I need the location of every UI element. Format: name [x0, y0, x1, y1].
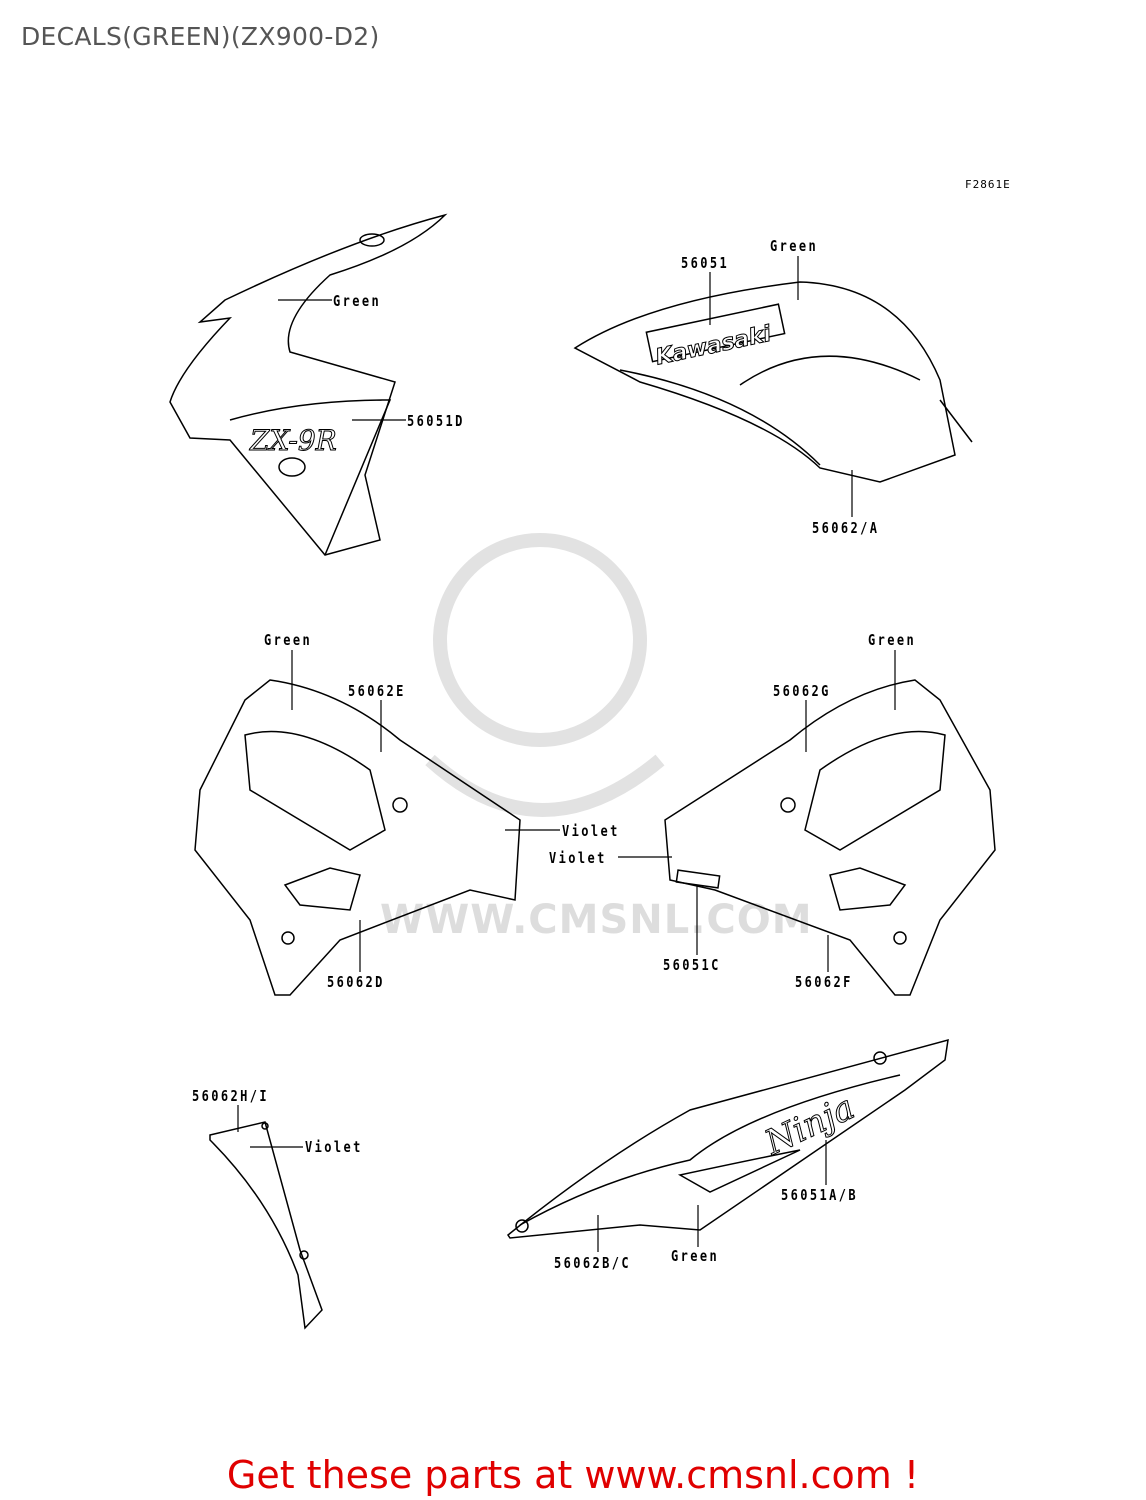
- ninja-logo: Ninja: [758, 1087, 860, 1163]
- callout-tail-green: Green: [671, 1247, 720, 1265]
- callout-56062D: 56062D: [327, 973, 385, 991]
- callout-56051C: 56051C: [663, 956, 721, 974]
- callout-56062BC: 56062B/C: [554, 1254, 631, 1272]
- page-title: DECALS(GREEN)(ZX900-D2): [21, 22, 380, 51]
- callout-left-cowl-green: Green: [264, 631, 313, 649]
- emblem-decal: [675, 869, 721, 889]
- callout-56062A: 56062/A: [812, 519, 880, 537]
- fuel-tank-drawing: Kawasaki: [573, 281, 973, 483]
- left-side-cowl-drawing: [194, 679, 521, 996]
- watermark-mascot: [425, 533, 665, 817]
- callout-56062HI: 56062H/I: [192, 1087, 269, 1105]
- kawasaki-logo: Kawasaki: [653, 322, 773, 371]
- callout-56062G: 56062G: [773, 682, 831, 700]
- tail-cowl-drawing: Ninja: [506, 1038, 949, 1239]
- callout-56062E: 56062E: [348, 682, 406, 700]
- callout-right-cowl-violet: Violet: [549, 849, 607, 867]
- upper-cowl-drawing: ZX-9R: [169, 213, 448, 556]
- inner-panel-drawing: [209, 1121, 323, 1330]
- callout-tank-green: Green: [770, 237, 819, 255]
- callout-upper-cowl-green: Green: [333, 292, 382, 310]
- figure-code: F2861E: [965, 178, 1011, 191]
- leader-lines: [237, 256, 896, 1252]
- right-side-cowl-drawing: [664, 679, 996, 996]
- zx9r-logo: ZX-9R: [249, 424, 337, 457]
- callout-left-cowl-violet: Violet: [562, 822, 620, 840]
- callout-56051D: 56051D: [407, 412, 465, 430]
- callout-56062F: 56062F: [795, 973, 853, 991]
- watermark: WWW.CMSNL.COM: [380, 897, 813, 943]
- callout-56051: 56051: [681, 254, 730, 272]
- footer-link[interactable]: Get these parts at www.cmsnl.com !: [226, 1453, 920, 1497]
- callout-56051AB: 56051A/B: [781, 1186, 858, 1204]
- callout-inner-panel-violet: Violet: [305, 1138, 363, 1156]
- callout-right-cowl-green: Green: [868, 631, 917, 649]
